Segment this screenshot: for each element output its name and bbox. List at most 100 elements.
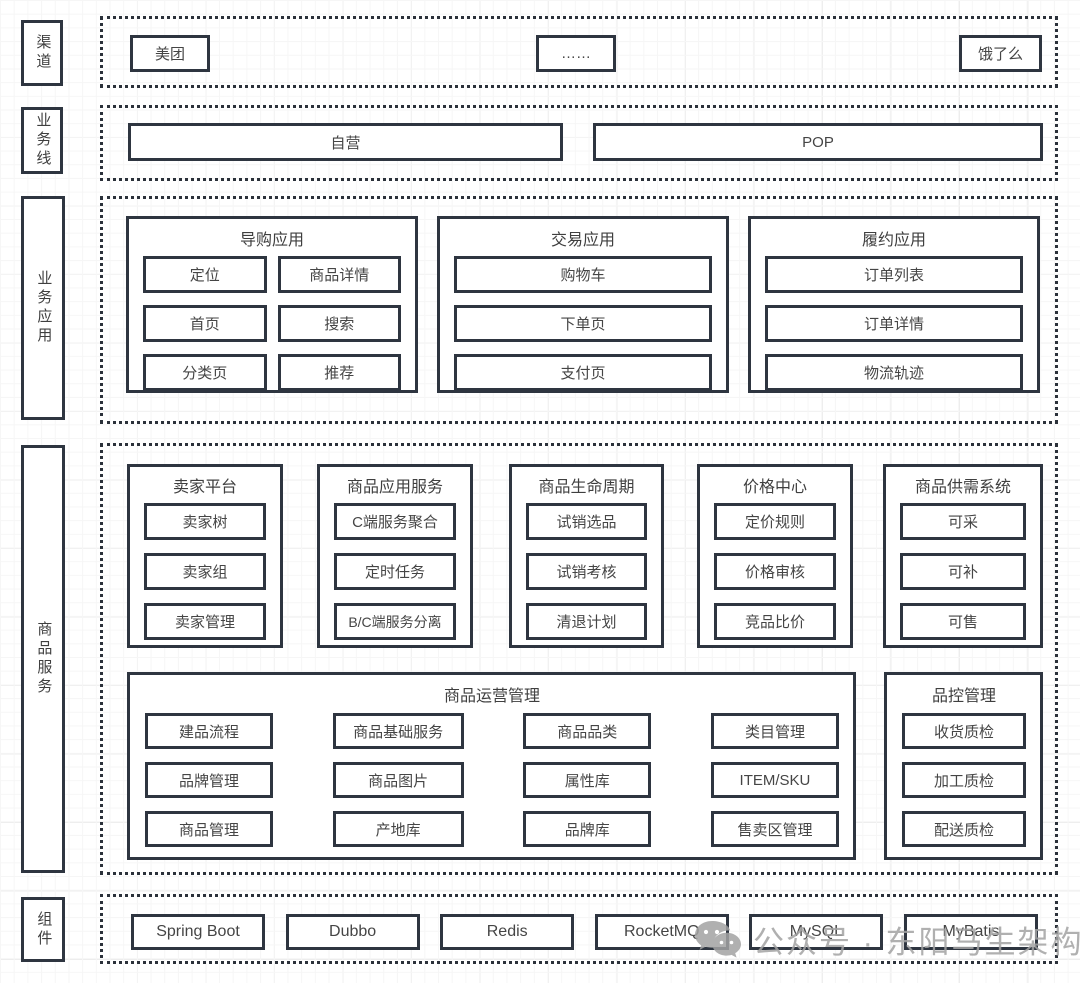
guide-item-product-detail: 商品详情 (277, 256, 401, 293)
group-supply-demand-title: 商品供需系统 (914, 479, 1011, 496)
group-quality-control-stack: 收货质检 加工质检 配送质检 (902, 713, 1026, 847)
supply-item-sellable: 可售 (900, 603, 1026, 640)
group-trade-app-title: 交易应用 (550, 231, 615, 249)
group-fulfillment-app-title: 履约应用 (861, 231, 926, 249)
trade-item-pay-page: 支付页 (454, 354, 712, 391)
group-guide-app-grid: 定位 商品详情 首页 搜索 分类页 推荐 (143, 256, 401, 391)
group-quality-control: 品控管理 收货质检 加工质检 配送质检 (884, 672, 1043, 860)
component-mysql: MySQL (749, 914, 884, 950)
lifecycle-item-clearance-plan: 清退计划 (526, 603, 647, 640)
operation-item-product-image: 商品图片 (332, 762, 464, 798)
rail-label-components-text: 组件 (35, 910, 53, 949)
seller-item-management: 卖家管理 (144, 603, 266, 640)
group-product-lifecycle-stack: 试销选品 试销考核 清退计划 (526, 503, 647, 640)
guide-item-category-page: 分类页 (143, 354, 267, 391)
operation-col-2: 商品基础服务 商品图片 产地库 (332, 713, 464, 847)
operation-item-attribute-library: 属性库 (523, 762, 652, 798)
rail-label-business-line: 业务线 (21, 107, 63, 174)
price-item-price-review: 价格审核 (714, 553, 836, 590)
group-product-app-service: 商品应用服务 C端服务聚合 定时任务 B/C端服务分离 (317, 464, 473, 648)
watermark-text: 公众号 · 东阳马生架构 (753, 925, 1080, 960)
product-service-layer: 卖家平台 卖家树 卖家组 卖家管理 商品应用服务 C端服务聚合 定时任务 B/C… (100, 443, 1058, 875)
operation-col-3: 商品品类 属性库 品牌库 (523, 713, 652, 847)
group-guide-app-title: 导购应用 (239, 231, 304, 249)
fulfillment-item-order-list: 订单列表 (765, 256, 1023, 293)
rail-label-business-line-text: 业务线 (34, 112, 52, 169)
supply-item-purchasable: 可采 (900, 503, 1026, 540)
operation-item-product-management: 商品管理 (145, 811, 273, 847)
operation-item-brand-management: 品牌管理 (145, 762, 273, 798)
component-spring-boot: Spring Boot (131, 914, 265, 950)
group-product-operation-grid: 建品流程 品牌管理 商品管理 商品基础服务 商品图片 产地库 商品品类 属性库 … (145, 713, 839, 847)
business-line-pop: POP (593, 123, 1043, 161)
app-service-item-scheduled-task: 定时任务 (334, 553, 456, 590)
rail-label-channel-text: 渠道 (34, 34, 52, 72)
guide-item-recommend: 推荐 (277, 354, 401, 391)
operation-col-1: 建品流程 品牌管理 商品管理 (145, 713, 273, 847)
group-product-app-service-title: 商品应用服务 (346, 479, 443, 496)
operation-item-item-sku: ITEM/SKU (710, 762, 839, 798)
channel-item-meituan: 美团 (130, 35, 210, 72)
seller-item-group: 卖家组 (144, 553, 266, 590)
component-mybatis: MyBatis (903, 914, 1038, 950)
rail-label-business-app: 业务应用 (21, 196, 65, 420)
operation-item-basic-service: 商品基础服务 (332, 713, 464, 749)
rail-label-channel: 渠道 (21, 20, 63, 86)
trade-item-cart: 购物车 (454, 256, 712, 293)
group-seller-platform-stack: 卖家树 卖家组 卖家管理 (144, 503, 266, 640)
seller-item-tree: 卖家树 (144, 503, 266, 540)
group-product-operation-title: 商品运营管理 (443, 688, 540, 705)
group-supply-demand-stack: 可采 可补 可售 (900, 503, 1026, 640)
group-product-lifecycle-title: 商品生命周期 (538, 479, 635, 496)
channel-item-ellipsis: …… (536, 35, 616, 72)
fulfillment-item-order-detail: 订单详情 (765, 305, 1023, 342)
group-fulfillment-app-grid: 订单列表 订单详情 物流轨迹 (765, 256, 1023, 391)
component-dubbo: Dubbo (285, 914, 420, 950)
operation-item-origin-library: 产地库 (332, 811, 464, 847)
group-trade-app: 交易应用 购物车 下单页 支付页 (437, 216, 729, 393)
group-guide-app: 导购应用 定位 商品详情 首页 搜索 分类页 推荐 (126, 216, 418, 393)
price-item-pricing-rules: 定价规则 (714, 503, 836, 540)
group-product-app-service-stack: C端服务聚合 定时任务 B/C端服务分离 (334, 503, 456, 640)
group-fulfillment-app: 履约应用 订单列表 订单详情 物流轨迹 (748, 216, 1040, 393)
rail-label-product-service: 商品服务 (21, 445, 65, 873)
operation-col-4: 类目管理 ITEM/SKU 售卖区管理 (710, 713, 839, 847)
quality-item-processing-inspection: 加工质检 (902, 762, 1026, 798)
group-quality-control-title: 品控管理 (931, 688, 996, 705)
business-line-self-operated: 自营 (128, 123, 563, 161)
rail-label-business-app-text: 业务应用 (35, 270, 53, 346)
guide-item-home: 首页 (143, 305, 267, 342)
channel-layer: 美团 …… 饿了么 (100, 16, 1058, 88)
group-trade-app-grid: 购物车 下单页 支付页 (454, 256, 712, 391)
group-seller-platform-title: 卖家平台 (172, 479, 237, 496)
business-line-layer: 自营 POP (100, 105, 1058, 181)
operation-item-product-creation: 建品流程 (145, 713, 273, 749)
group-seller-platform: 卖家平台 卖家树 卖家组 卖家管理 (127, 464, 283, 648)
group-price-center-stack: 定价规则 价格审核 竞品比价 (714, 503, 836, 640)
channel-item-eleme: 饿了么 (959, 35, 1042, 72)
supply-item-replenishable: 可补 (900, 553, 1026, 590)
app-service-item-bc-separation: B/C端服务分离 (334, 603, 456, 640)
operation-item-sales-area: 售卖区管理 (710, 811, 839, 847)
component-redis: Redis (440, 914, 575, 950)
app-service-item-c-aggregation: C端服务聚合 (334, 503, 456, 540)
group-price-center-title: 价格中心 (742, 479, 807, 496)
quality-item-delivery-inspection: 配送质检 (902, 811, 1026, 847)
watermark: 公众号 · 东阳马生架构 (693, 917, 1080, 962)
group-supply-demand: 商品供需系统 可采 可补 可售 (883, 464, 1043, 648)
operation-item-product-category: 商品品类 (523, 713, 652, 749)
operation-item-brand-library: 品牌库 (523, 811, 652, 847)
guide-item-locate: 定位 (143, 256, 267, 293)
business-app-layer: 导购应用 定位 商品详情 首页 搜索 分类页 推荐 交易应用 购物车 下单页 支… (100, 196, 1058, 424)
lifecycle-item-trial-assessment: 试销考核 (526, 553, 647, 590)
rail-label-product-service-text: 商品服务 (35, 621, 53, 697)
group-price-center: 价格中心 定价规则 价格审核 竞品比价 (697, 464, 853, 648)
lifecycle-item-trial-selection: 试销选品 (526, 503, 647, 540)
trade-item-order-page: 下单页 (454, 305, 712, 342)
group-product-lifecycle: 商品生命周期 试销选品 试销考核 清退计划 (509, 464, 664, 648)
quality-item-receiving-inspection: 收货质检 (902, 713, 1026, 749)
price-item-competitor-compare: 竞品比价 (714, 603, 836, 640)
wechat-icon (695, 920, 741, 958)
fulfillment-item-logistics-track: 物流轨迹 (765, 354, 1023, 391)
